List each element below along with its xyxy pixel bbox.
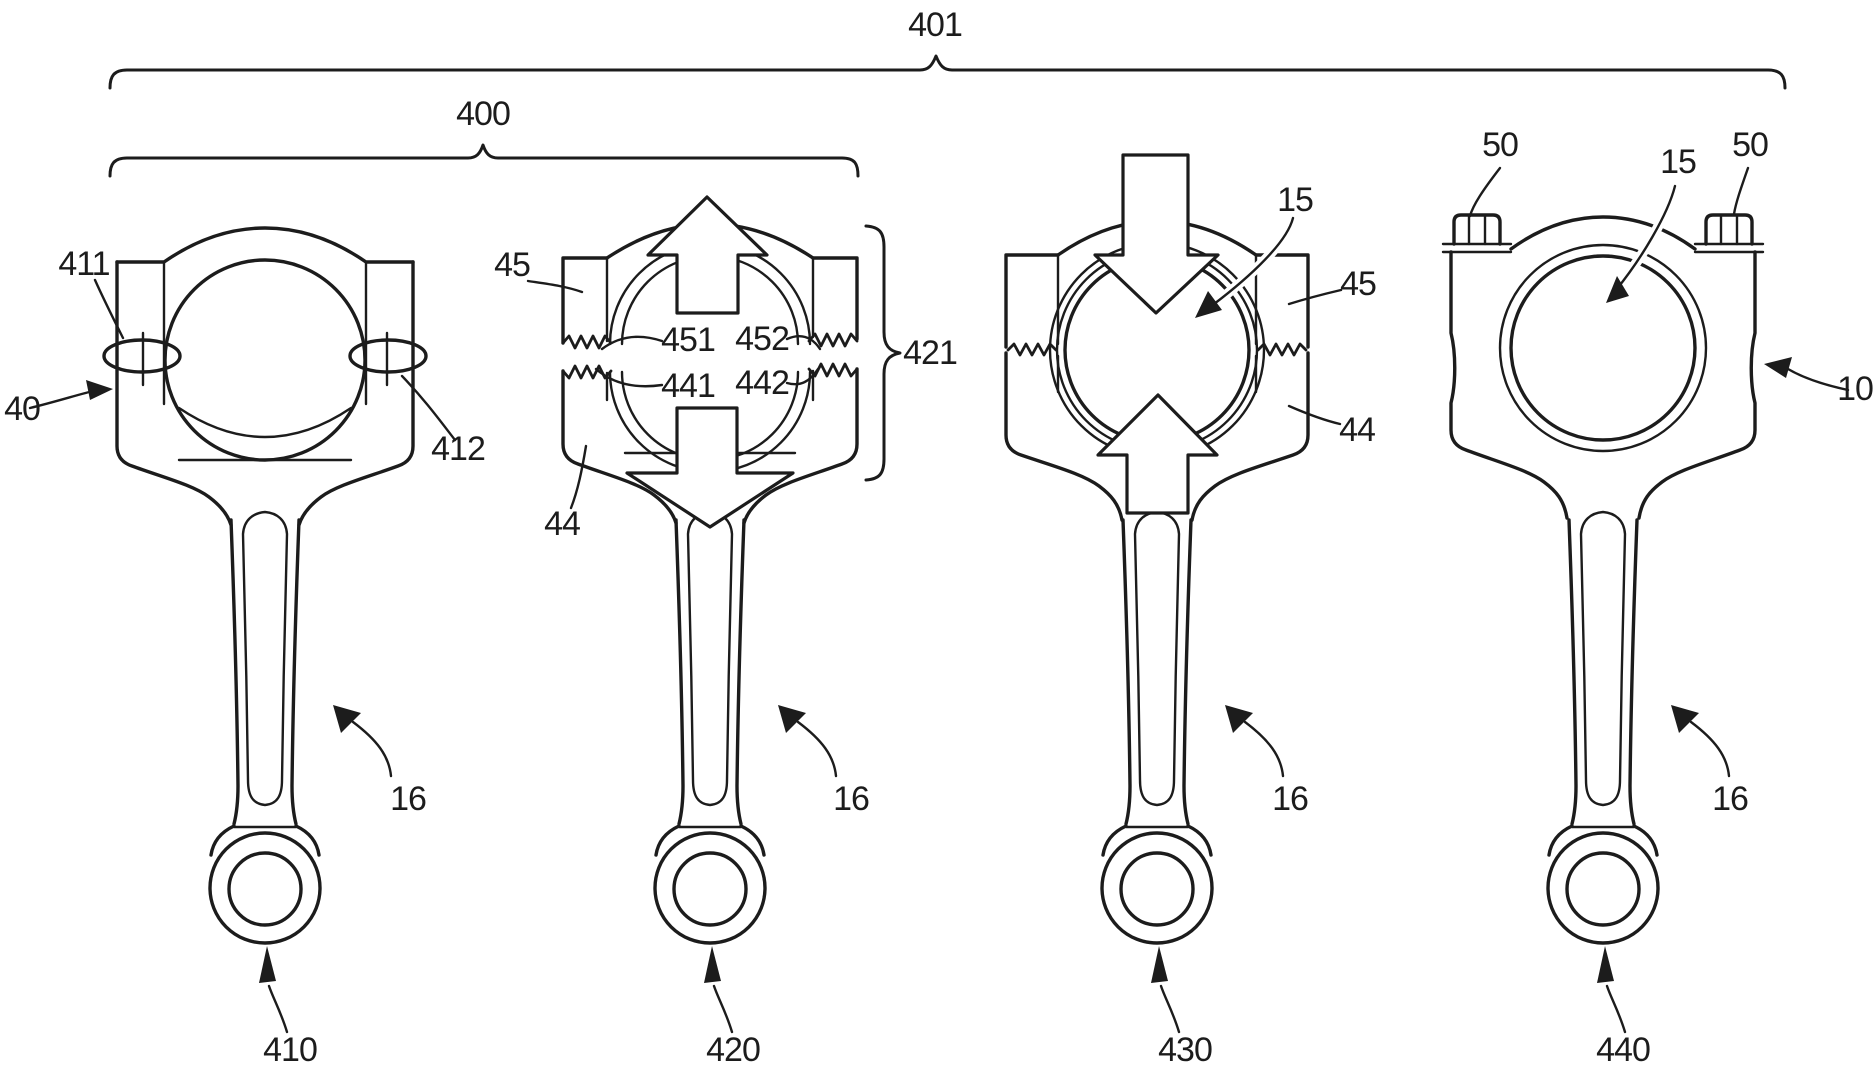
- label-412: 412: [431, 430, 485, 468]
- rod-410-drawing: [102, 226, 428, 527]
- arrow-15a-head: [1195, 291, 1222, 318]
- arrow-15b-head: [1606, 276, 1629, 303]
- arrow-16d-tail: [1689, 720, 1731, 778]
- arrow-430-tail: [1159, 984, 1181, 1034]
- cap-bolt-right-icon: [1704, 213, 1754, 246]
- arrow-410-head: [259, 946, 276, 983]
- label-40: 40: [4, 390, 40, 428]
- arrow-16b-head: [778, 705, 806, 733]
- label-451: 451: [661, 321, 715, 359]
- label-16-410: 16: [390, 780, 426, 818]
- label-442: 442: [735, 364, 789, 402]
- arrow-440-head: [1597, 946, 1614, 983]
- label-45-430: 45: [1340, 265, 1376, 303]
- leader-411: [93, 278, 125, 340]
- leader-15a: [1204, 216, 1295, 312]
- arrow-16d-head: [1671, 705, 1699, 733]
- arrow-420-head: [704, 946, 721, 983]
- label-441: 441: [661, 367, 715, 405]
- label-400: 400: [456, 95, 510, 133]
- rod-430-drawing: [1004, 153, 1310, 522]
- label-44-420: 44: [544, 505, 580, 543]
- press-arrow-down-icon: [1093, 153, 1220, 315]
- rod-420-drawing: [561, 195, 859, 529]
- label-10: 10: [1837, 370, 1873, 408]
- arrow-40-tail: [28, 388, 99, 410]
- label-401: 401: [908, 6, 962, 44]
- callout-leaders: [28, 166, 1850, 1034]
- leader-412: [400, 374, 457, 442]
- label-410: 410: [263, 1031, 317, 1069]
- label-430: 430: [1158, 1031, 1212, 1069]
- arrow-420-tail: [712, 984, 734, 1034]
- arrow-430-head: [1151, 946, 1168, 983]
- label-16-440: 16: [1712, 780, 1748, 818]
- arrow-16c-head: [1225, 705, 1253, 733]
- leader-44a: [569, 444, 588, 510]
- label-15-430: 15: [1277, 181, 1313, 219]
- leader-44b: [1287, 404, 1342, 426]
- leader-45a: [526, 279, 584, 294]
- arrow-40-head: [86, 380, 113, 400]
- label-440: 440: [1596, 1031, 1650, 1069]
- label-420: 420: [706, 1031, 760, 1069]
- label-16-430: 16: [1272, 780, 1308, 818]
- leader-50b: [1732, 166, 1750, 216]
- leader-15b: [1614, 184, 1677, 292]
- press-arrow-up-icon: [646, 195, 769, 315]
- label-44-430: 44: [1339, 411, 1375, 449]
- leader-441: [594, 367, 664, 388]
- leader-451: [600, 335, 664, 351]
- rod-shanks: [208, 510, 1660, 945]
- cap-bolt-left-icon: [1452, 213, 1502, 246]
- reference-labels: 401 400 411 40 412 16 410 45 451 452 441…: [4, 6, 1874, 1069]
- label-50-right: 50: [1732, 126, 1768, 164]
- press-arrow-up-icon: [1096, 393, 1219, 515]
- brace-401: [108, 54, 1787, 90]
- arrow-16c-tail: [1243, 720, 1285, 778]
- brace-400: [108, 143, 860, 178]
- press-arrow-down-icon: [625, 406, 795, 529]
- label-50-left: 50: [1482, 126, 1518, 164]
- arrow-410-tail: [267, 984, 289, 1034]
- arrow-440-tail: [1605, 984, 1627, 1034]
- label-421: 421: [903, 334, 957, 372]
- arrow-10-tail: [1786, 367, 1850, 392]
- leader-50a: [1468, 166, 1502, 218]
- rod-440-drawing: [1441, 213, 1765, 520]
- leader-452: [785, 335, 822, 351]
- arrow-16a-tail: [351, 720, 393, 778]
- arrow-16a-head: [333, 705, 361, 733]
- label-411: 411: [58, 245, 109, 283]
- label-45-420: 45: [494, 246, 530, 284]
- brace-421: [864, 224, 902, 482]
- label-15-440: 15: [1660, 143, 1696, 181]
- label-452: 452: [735, 320, 789, 358]
- leader-45b: [1287, 288, 1343, 306]
- arrow-16b-tail: [796, 720, 838, 778]
- crank-pin-section: [1509, 254, 1697, 442]
- label-16-420: 16: [833, 780, 869, 818]
- leader-442: [785, 367, 820, 386]
- arrow-10-head: [1764, 357, 1792, 378]
